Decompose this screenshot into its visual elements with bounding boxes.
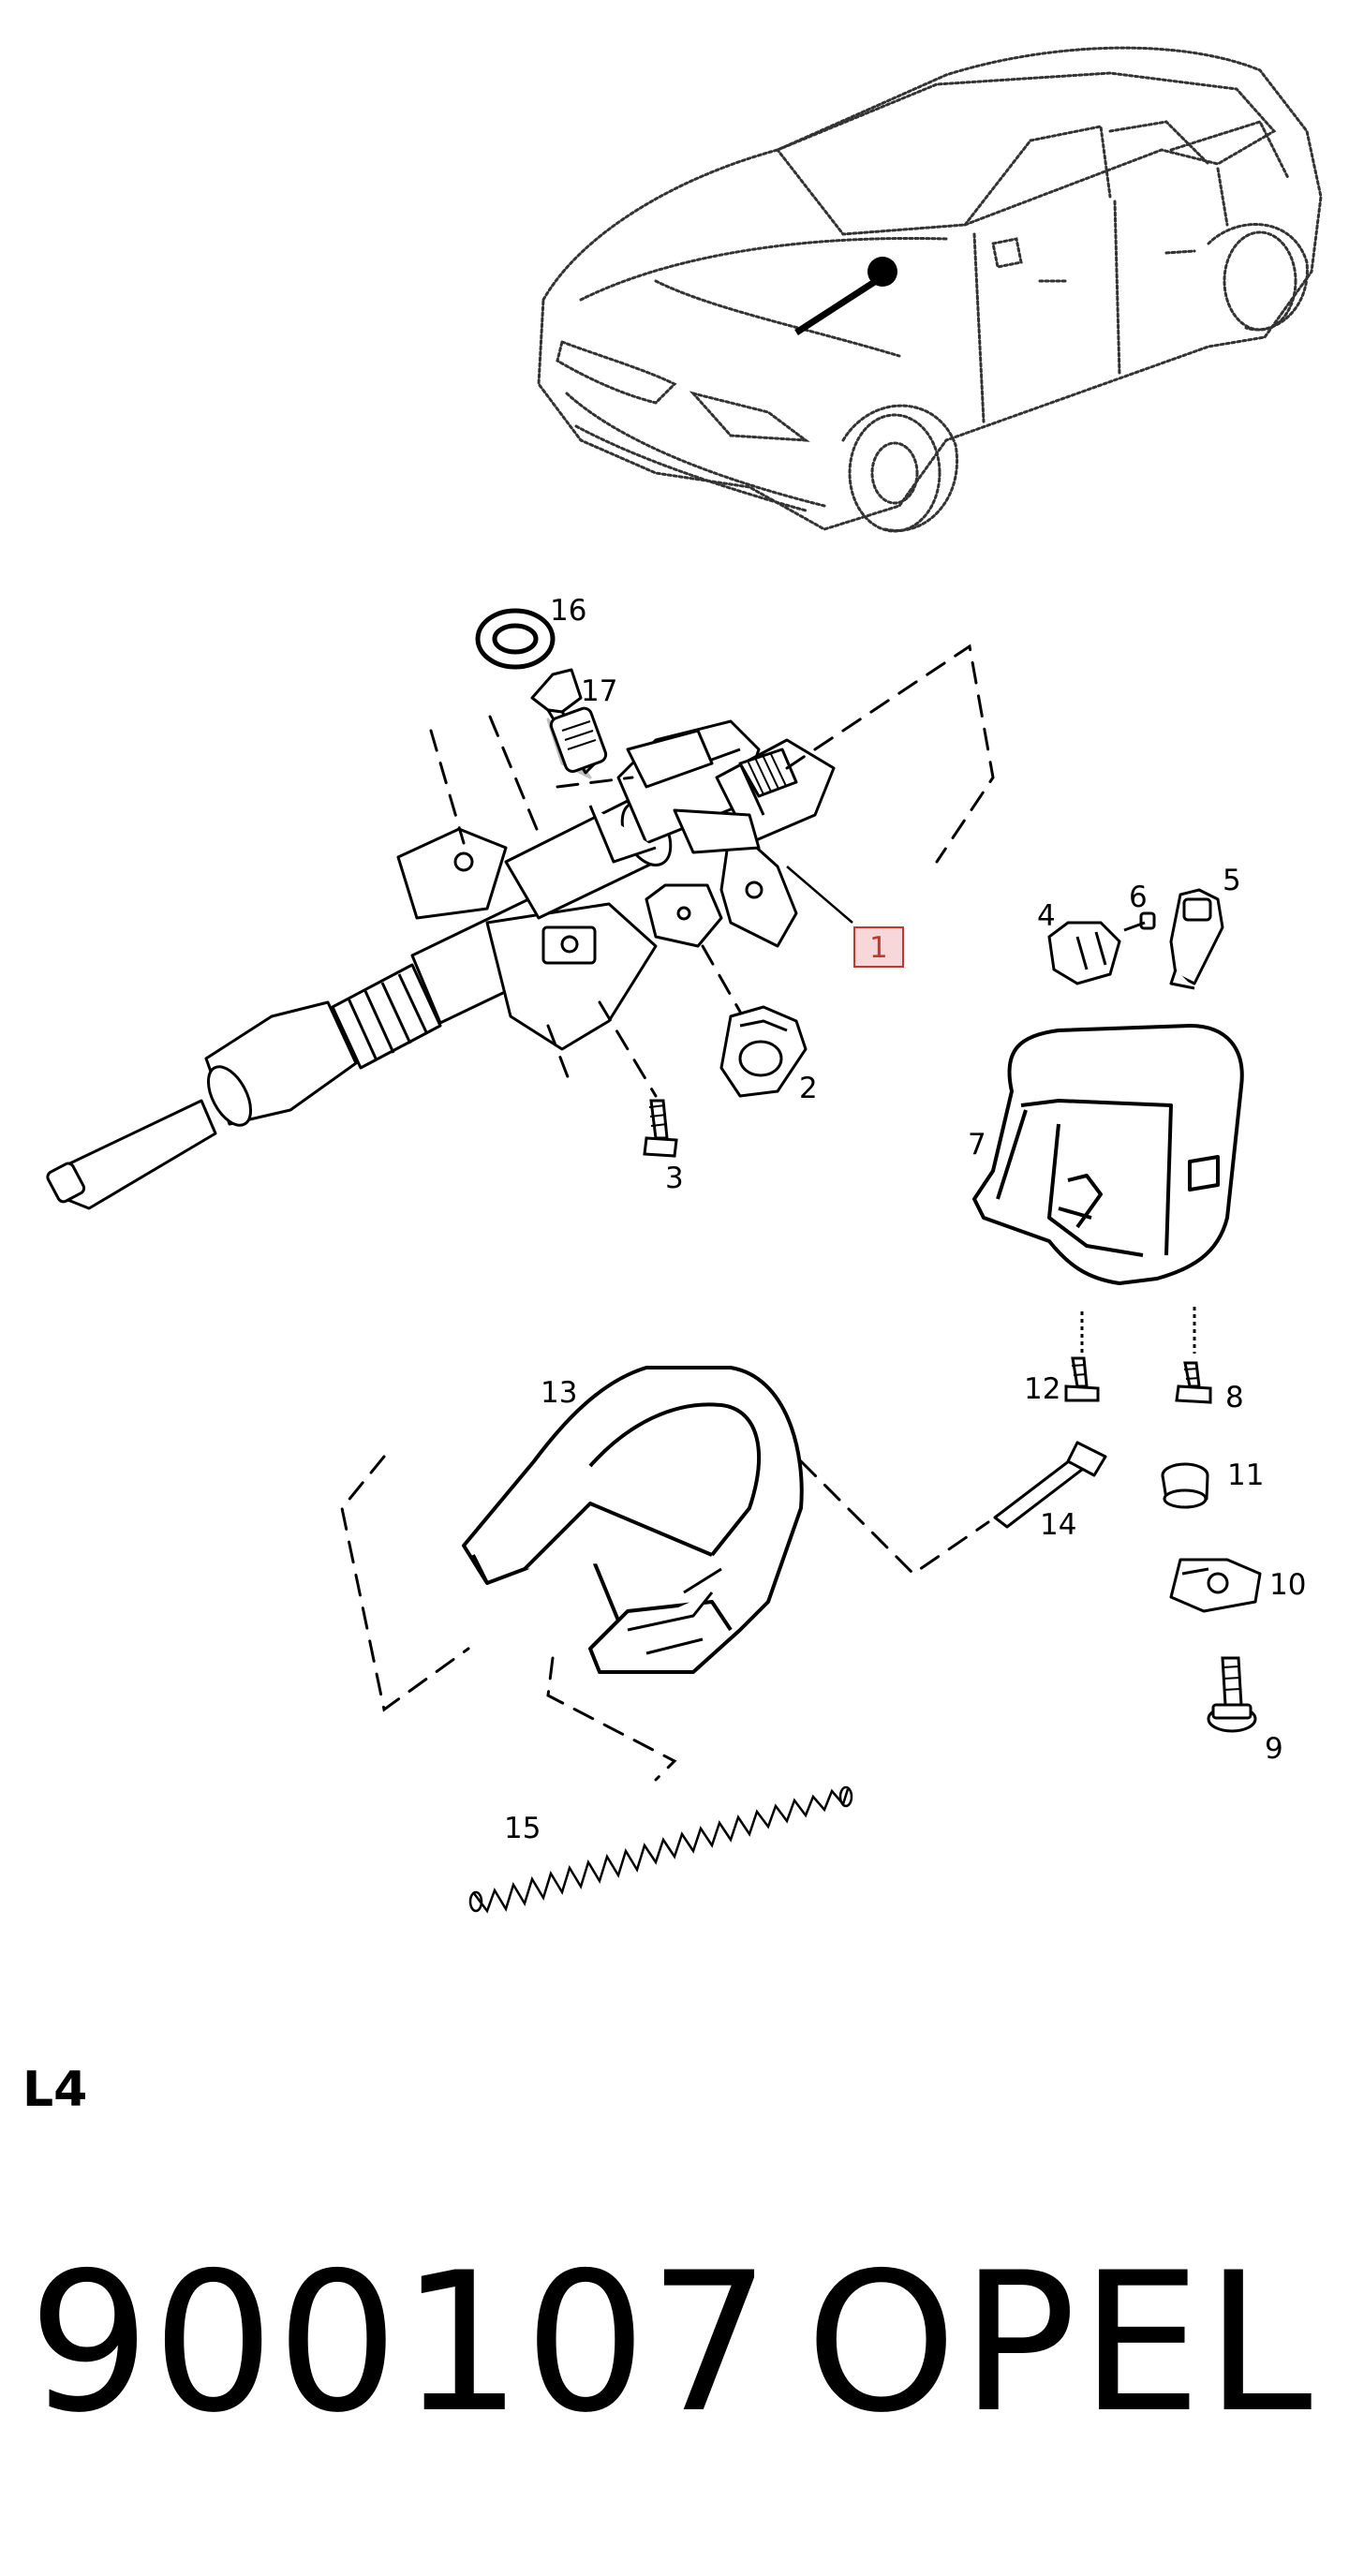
leader-part-1 <box>786 866 853 924</box>
callout-12: 12 <box>1024 1372 1060 1406</box>
part-16-ring <box>475 608 556 670</box>
callout-6: 6 <box>1129 881 1148 914</box>
part-12-screw <box>1064 1311 1100 1402</box>
callout-8: 8 <box>1225 1381 1244 1414</box>
part-14-pin <box>993 1441 1107 1529</box>
part-11-grommet <box>1161 1462 1209 1509</box>
part-6-screw <box>1123 911 1156 932</box>
part-5-bracket <box>1169 888 1224 990</box>
part-8-screw <box>1175 1307 1212 1404</box>
part-9-bolt <box>1207 1656 1257 1733</box>
callout-11: 11 <box>1227 1458 1264 1492</box>
callout-7: 7 <box>968 1128 986 1162</box>
callout-10: 10 <box>1269 1568 1306 1602</box>
part-17-lock-cylinder <box>530 668 608 779</box>
callout-17: 17 <box>581 674 617 708</box>
car-steering-column-highlight <box>794 257 897 335</box>
leader-lines <box>340 644 995 1782</box>
part-13-lower-shroud <box>462 1366 804 1674</box>
steering-column-assembly <box>46 719 836 1210</box>
part-4-knob <box>1047 921 1121 985</box>
callout-2: 2 <box>799 1072 818 1105</box>
part-3-bolt <box>643 1099 678 1158</box>
part-7-upper-shroud <box>972 1024 1244 1285</box>
part-2-connector <box>719 1005 808 1098</box>
callout-14: 14 <box>1040 1508 1076 1542</box>
callout-9: 9 <box>1265 1732 1283 1766</box>
brand-name: OPEL <box>806 2232 1316 2455</box>
callout-15: 15 <box>504 1812 541 1845</box>
part-number: 900107 <box>28 2232 773 2455</box>
part-10-clip-nut <box>1169 1558 1262 1613</box>
callout-5: 5 <box>1223 864 1241 897</box>
section-code: L4 <box>22 2062 88 2118</box>
callout-13: 13 <box>541 1376 577 1410</box>
callout-16: 16 <box>550 594 586 628</box>
part-15-spring <box>468 1785 853 1914</box>
callout-1[interactable]: 1 <box>869 931 888 965</box>
callout-labels: 1 2 3 4 5 6 7 8 9 10 11 12 13 14 15 16 1… <box>504 594 1306 1845</box>
car-illustration <box>537 46 1323 533</box>
callout-4: 4 <box>1037 899 1056 933</box>
part-1-highlight-box[interactable] <box>853 926 904 968</box>
callout-3: 3 <box>665 1162 684 1195</box>
